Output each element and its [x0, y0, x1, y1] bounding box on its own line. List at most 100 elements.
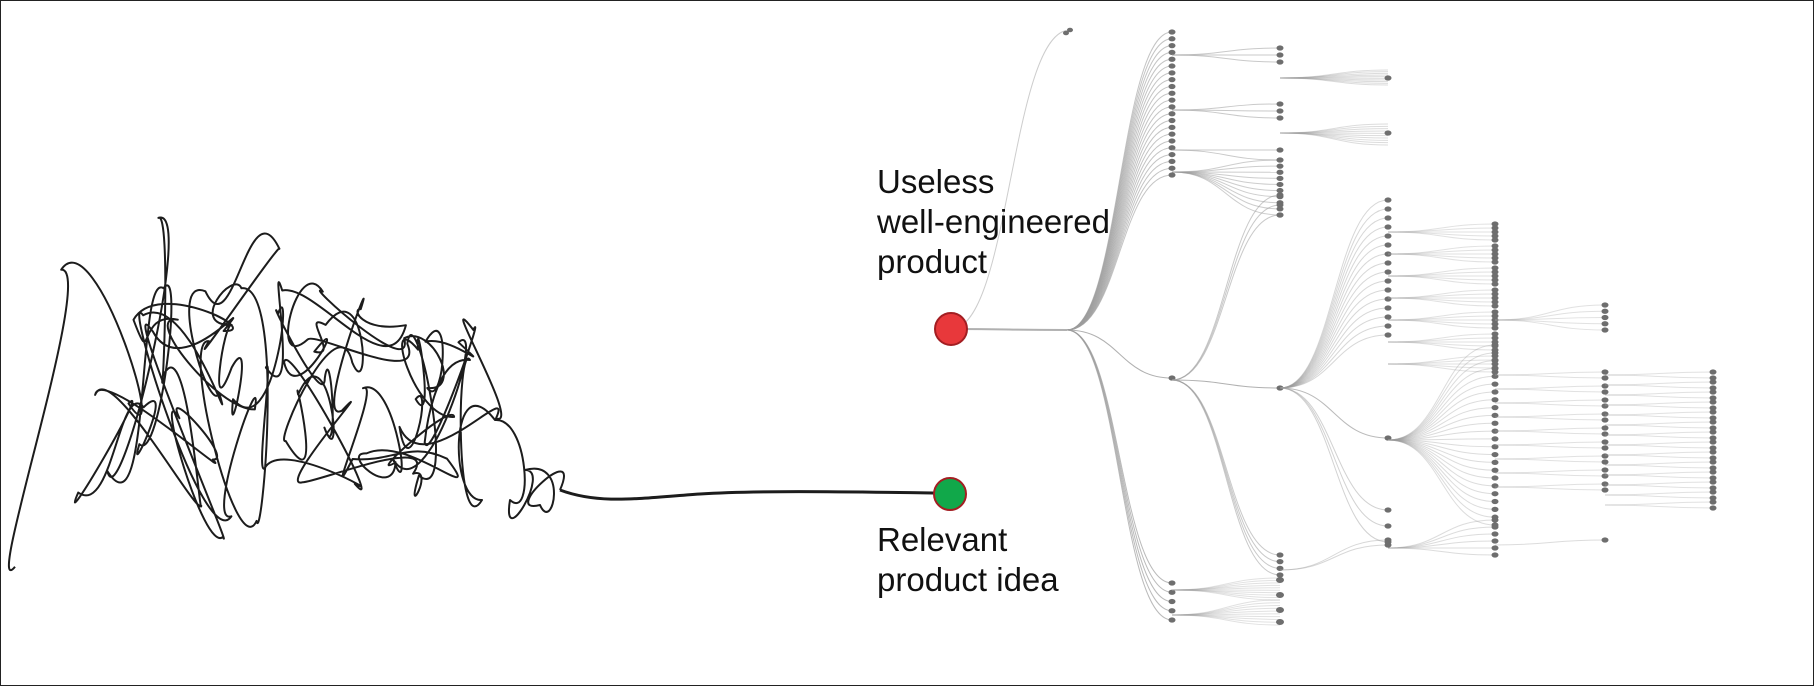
tree-edge — [1171, 599, 1281, 616]
tree-node — [1168, 375, 1176, 381]
tree-edge — [1171, 379, 1281, 569]
tree-edge — [1279, 77, 1389, 84]
tree-edge — [1604, 394, 1714, 399]
tree-edge — [1387, 297, 1496, 303]
tree-node — [1709, 425, 1717, 431]
tree-node — [1709, 445, 1717, 451]
tree-edge — [1279, 226, 1389, 389]
tree-edge — [1494, 402, 1606, 407]
tree-node — [1709, 429, 1717, 435]
tree-node — [1491, 309, 1499, 315]
tree-node — [1601, 397, 1609, 403]
tree-node — [1491, 331, 1499, 337]
tree-node — [1709, 415, 1717, 421]
tree-node — [1168, 172, 1176, 178]
tree-node — [1709, 465, 1717, 471]
tree-node — [1491, 255, 1499, 261]
tree-edge — [1387, 344, 1496, 441]
tree-edge — [1279, 123, 1389, 134]
tree-node — [1709, 389, 1717, 395]
tree-node — [1276, 192, 1284, 198]
tree-edge — [1494, 441, 1606, 446]
tree-node — [1384, 542, 1392, 548]
tree-node — [1276, 108, 1284, 114]
tree-edge — [1494, 458, 1606, 463]
tree-edge — [1387, 275, 1496, 285]
tree-edge — [1171, 613, 1281, 616]
tree-edge — [1387, 311, 1496, 321]
tree-edge — [1604, 434, 1714, 439]
tree-node — [1491, 373, 1499, 379]
tree-node — [1276, 607, 1284, 613]
tree-edge — [1604, 411, 1714, 416]
tree-edge — [1387, 245, 1496, 255]
tree-edge — [1387, 249, 1496, 255]
tree-edge — [1387, 293, 1496, 299]
tree-edge — [1387, 275, 1496, 281]
tree-node — [1491, 269, 1499, 275]
tree-edge — [1279, 74, 1389, 79]
tree-edge — [1387, 526, 1496, 549]
tree-node — [1709, 395, 1717, 401]
tree-node — [1384, 197, 1392, 203]
tree-node — [1276, 59, 1284, 65]
tree-edge — [1604, 414, 1714, 419]
tree-edge — [1494, 304, 1606, 321]
tree-node — [1601, 453, 1609, 459]
tree-edge — [1604, 431, 1714, 436]
tree-node — [1491, 237, 1499, 243]
tree-edge — [1604, 404, 1714, 409]
tree-node — [1168, 165, 1176, 171]
tree-edge — [1279, 307, 1389, 389]
tree-node — [1491, 303, 1499, 309]
tree-edge — [1066, 329, 1173, 584]
tree-node — [1491, 291, 1499, 297]
tree-node — [1491, 273, 1499, 279]
tree-node — [1168, 49, 1176, 56]
tree-node — [1276, 552, 1284, 558]
tree-edge — [1279, 387, 1389, 543]
tree-node — [1384, 251, 1392, 257]
tree-node — [1276, 572, 1284, 578]
tree-node — [1276, 559, 1284, 565]
tree-edge — [1279, 132, 1389, 137]
tree-edge — [1066, 329, 1173, 602]
tree-node — [1491, 225, 1499, 231]
tree-edge — [1171, 149, 1281, 161]
tree-node — [1601, 302, 1609, 308]
tree-edge — [1171, 171, 1281, 204]
tree-node — [1491, 498, 1499, 505]
tree-node — [1709, 479, 1717, 485]
tree-edge — [1279, 208, 1389, 389]
tree-node — [1491, 335, 1499, 341]
tree-node — [1384, 242, 1392, 248]
tree-edge — [1494, 483, 1606, 488]
tree-edge — [1604, 444, 1714, 449]
tree-node — [1491, 538, 1499, 544]
tree-edge — [1494, 455, 1606, 460]
tree-edge — [1171, 587, 1281, 591]
tree-edge — [1604, 441, 1714, 446]
tree-edge — [1279, 544, 1389, 571]
tree-edge — [1171, 602, 1281, 616]
tree-edge — [1387, 223, 1496, 233]
tree-node — [1384, 332, 1392, 338]
tree-edge — [1171, 605, 1281, 616]
tree-node — [1168, 617, 1176, 623]
tree-node — [1601, 327, 1609, 333]
tree-node — [1384, 523, 1392, 529]
tree-edge — [1494, 427, 1606, 432]
tree-edge — [1279, 128, 1389, 134]
tree-node — [1276, 163, 1284, 169]
tree-node — [1491, 420, 1499, 426]
tree-node — [1709, 399, 1717, 405]
tree-node — [1709, 489, 1717, 495]
tree-edge — [1279, 132, 1389, 139]
tree-edge — [1387, 533, 1496, 549]
tangled-exploration-path — [7, 216, 565, 572]
tree-edge — [1387, 438, 1496, 441]
tree-edge — [1387, 439, 1496, 448]
tree-node — [1491, 342, 1499, 348]
tree-node — [1384, 323, 1392, 329]
tree-node — [1276, 202, 1284, 208]
